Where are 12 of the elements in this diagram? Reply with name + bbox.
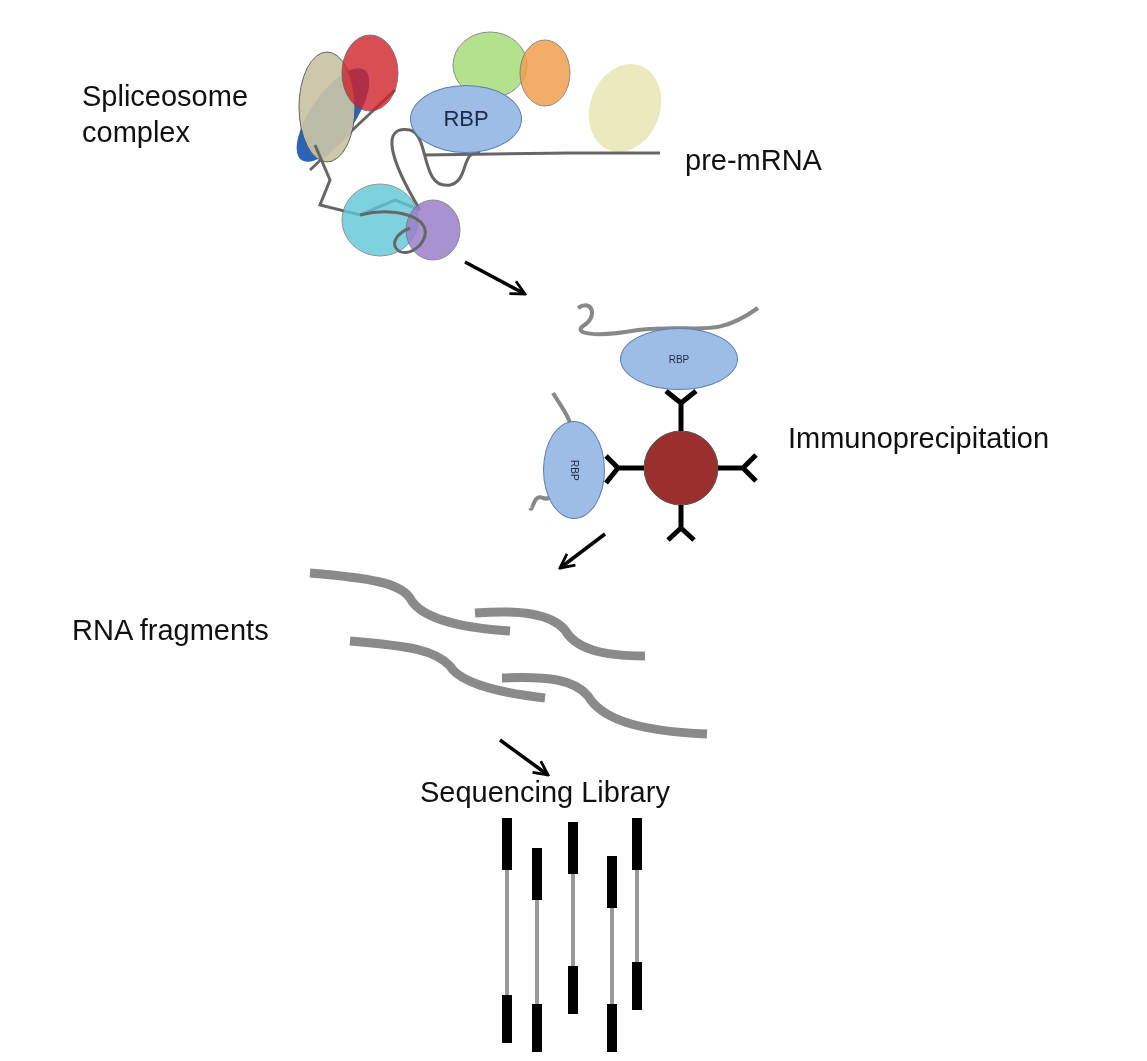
arrow bbox=[498, 738, 550, 777]
arrow bbox=[558, 532, 607, 570]
protein-ellipse: RBP bbox=[620, 328, 738, 390]
rna-fragments-drawing bbox=[310, 568, 710, 740]
caption-text: pre-mRNA bbox=[685, 143, 823, 178]
caption-text: Immunoprecipitation bbox=[788, 421, 1051, 456]
protein-ellipse: RBP bbox=[543, 421, 605, 519]
protein-ellipse: RBP bbox=[410, 85, 522, 153]
caption-text: Spliceosome complex bbox=[82, 79, 250, 150]
arrow bbox=[464, 260, 527, 296]
caption-text: RNA fragments bbox=[72, 613, 270, 648]
caption-text: Sequencing Library bbox=[420, 775, 671, 810]
